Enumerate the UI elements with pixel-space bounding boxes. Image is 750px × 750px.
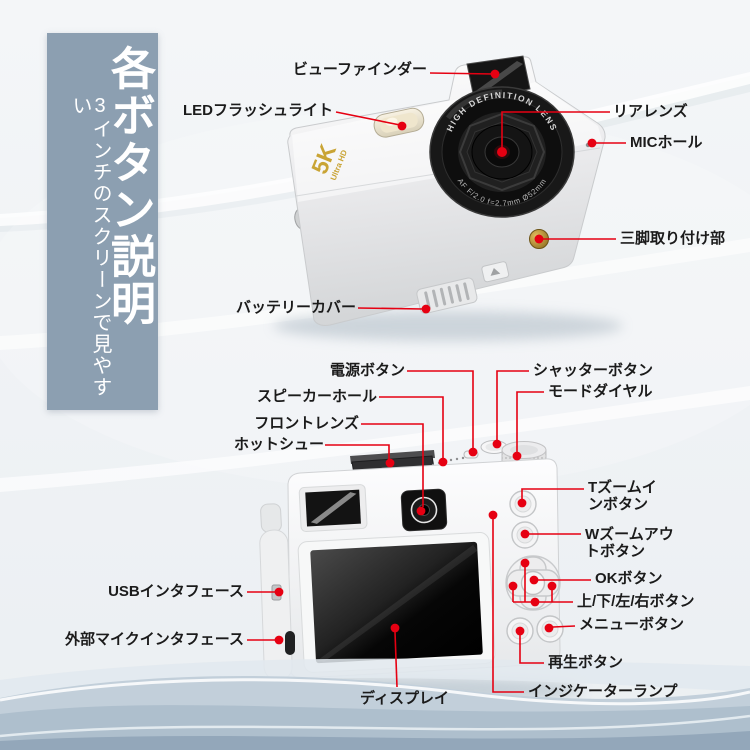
side-banner: 各ボタン説明 3インチのスクリーンで見やすい xyxy=(47,33,158,410)
tripod-mount xyxy=(529,229,549,249)
callout-mic-hole-label: MICホール xyxy=(630,134,703,151)
speaker-holes xyxy=(431,456,465,467)
callout-w-zoom-label: Wズームアウトボタン xyxy=(585,526,674,561)
callout-shutter-label: シャッターボタン xyxy=(533,362,654,379)
callout-battery-label: バッテリーカバー xyxy=(235,299,356,316)
callout-power-label: 電源ボタン xyxy=(329,362,405,379)
callout-direction-label: 上/下/左/右ボタン xyxy=(577,593,695,610)
front-camera-body xyxy=(287,56,606,326)
led-flash xyxy=(373,107,425,138)
callout-tripod-label: 三脚取り付け部 xyxy=(620,230,726,247)
usb-port xyxy=(271,584,282,601)
w-zoom-button xyxy=(511,521,539,549)
back-camera-illustration xyxy=(247,440,583,703)
ok-button xyxy=(520,570,546,596)
svg-text:5K: 5K xyxy=(306,140,341,177)
mic-hole xyxy=(585,142,591,148)
callout-viewfinder-label: ビューファインダー xyxy=(292,61,427,78)
callout-speaker-label: スピーカーホール xyxy=(256,388,377,405)
svg-text:AF F/2.0 f=2.7mm Ø52mm: AF F/2.0 f=2.7mm Ø52mm xyxy=(456,177,549,208)
callout-display-label: ディスプレイ xyxy=(360,690,449,707)
callout-usb-label: USBインタフェース xyxy=(108,583,244,600)
dpad-horizontal xyxy=(506,569,560,597)
rear-buttons xyxy=(505,490,564,645)
brand-logo: 5K Ultra HD xyxy=(306,140,349,182)
side-lug xyxy=(260,503,282,533)
callout-ext-mic-label: 外部マイクインタフェース xyxy=(65,631,244,648)
indicator-lamp xyxy=(490,512,496,518)
banner-title: 各ボタン説明 xyxy=(104,45,155,327)
play-button xyxy=(506,617,534,645)
callout-hot-shoe-label: ホットシュー xyxy=(233,436,324,453)
back-viewfinder xyxy=(298,484,368,532)
power-button xyxy=(463,450,479,459)
callout-led-flash-label: LEDフラッシュライト xyxy=(182,102,333,119)
hot-shoe xyxy=(350,450,449,485)
callout-t-zoom-label: Tズームインボタン xyxy=(588,479,657,514)
callout-front-lens-label: フロントレンズ xyxy=(254,415,359,432)
mode-dial xyxy=(501,441,547,478)
callout-dots xyxy=(274,69,597,645)
shutter-button xyxy=(480,440,508,454)
dpad-outer xyxy=(505,555,561,611)
svg-text:HIGH DEFINITION LENS: HIGH DEFINITION LENS xyxy=(444,90,559,133)
display-screen xyxy=(297,532,496,673)
callout-indicator-label: インジケーターランプ xyxy=(528,683,678,700)
battery-cover xyxy=(416,261,510,314)
back-camera-body xyxy=(287,458,561,679)
viewfinder-window xyxy=(466,55,531,99)
side-port-strip xyxy=(259,529,293,681)
callout-rear-lens-label: リアレンズ xyxy=(613,103,688,120)
ext-mic-port xyxy=(285,631,295,655)
rear-lens-barrel: HIGH DEFINITION LENS AF F/2.0 f=2.7mm Ø5… xyxy=(429,86,575,218)
callout-ok-label: OKボタン xyxy=(595,570,663,587)
callout-mode-dial-label: モードダイヤル xyxy=(548,383,653,400)
front-lens-housing xyxy=(400,488,448,532)
banner-subtitle: 3インチのスクリーンで見やすい xyxy=(69,95,111,398)
callout-play-label: 再生ボタン xyxy=(548,654,624,671)
dpad-vertical xyxy=(519,556,547,610)
t-zoom-button xyxy=(509,490,537,518)
menu-button xyxy=(536,615,564,643)
svg-text:Ultra HD: Ultra HD xyxy=(329,148,349,181)
callout-menu-label: メニューボタン xyxy=(579,616,685,633)
